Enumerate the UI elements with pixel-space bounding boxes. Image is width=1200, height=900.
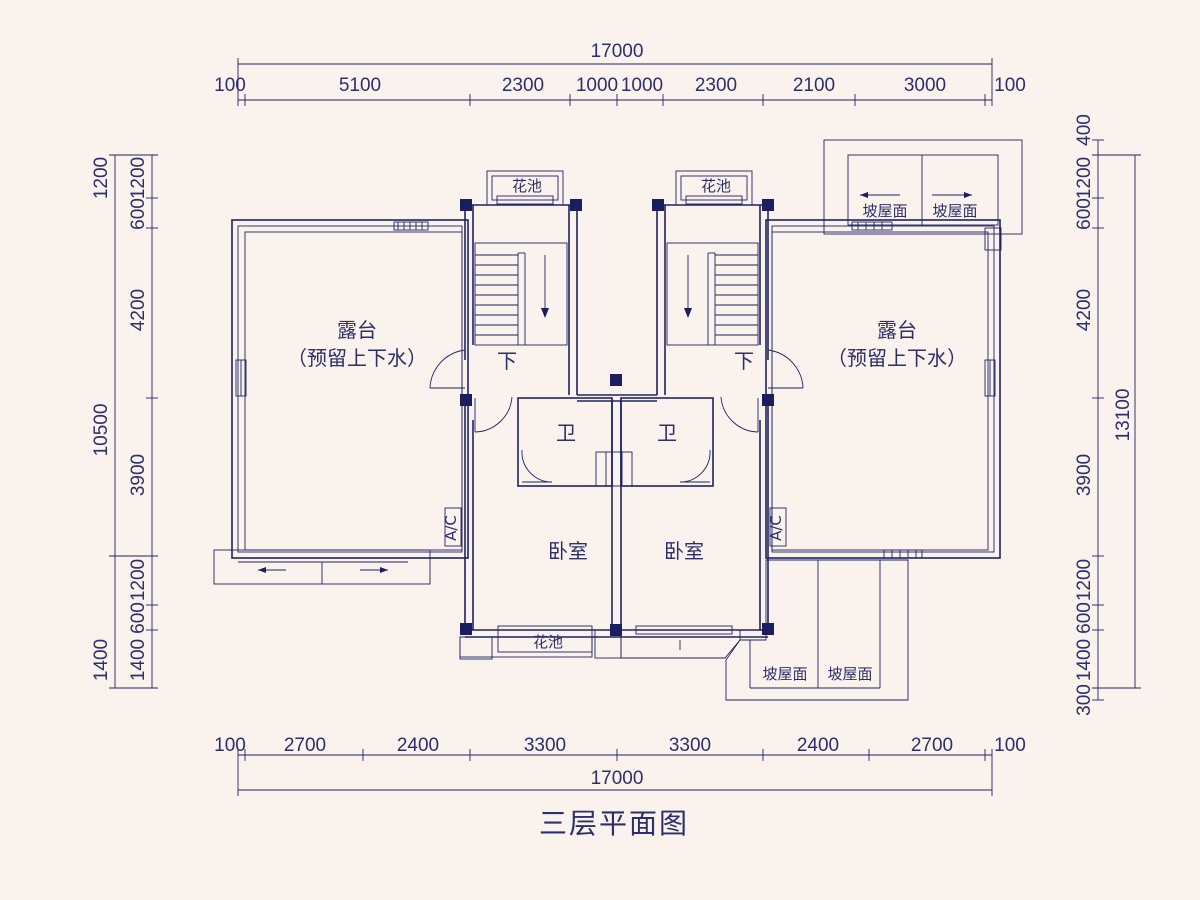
stair-left [474, 242, 568, 346]
bedroom-left-label: 卧室 [548, 539, 588, 563]
left-dim-8: 1400 [91, 639, 112, 681]
left-dim-7: 600 [128, 602, 149, 634]
stair-right [666, 242, 759, 346]
structural-columns [460, 199, 774, 636]
ac-right-label: A/C [767, 515, 785, 541]
drawing-title: 三层平面图 [539, 807, 689, 840]
bedroom-right-label: 卧室 [664, 539, 704, 563]
bottom-dim-1: 100 [214, 735, 246, 756]
bottom-dim-2: 2700 [284, 735, 326, 756]
right-dim-3: 600 [1074, 198, 1095, 230]
top-dim-3: 2300 [502, 75, 544, 96]
bottom-dim-4: 3300 [524, 735, 566, 756]
top-dim-8: 3000 [904, 75, 946, 96]
top-dim-2: 5100 [339, 75, 381, 96]
roof-bottom-right-2: 坡屋面 [827, 665, 872, 683]
right-dim-2: 1200 [1074, 157, 1095, 199]
stair-left-down: 下 [497, 349, 517, 373]
top-dimension-lines [237, 58, 993, 106]
right-dim-5: 3900 [1074, 454, 1095, 496]
door-swings [429, 349, 804, 483]
left-dim-4: 4200 [128, 289, 149, 331]
terrace-left-outline [231, 219, 469, 559]
left-dim-2: 1200 [128, 157, 149, 199]
left-dimension-lines [109, 154, 158, 689]
bottom-dim-5: 3300 [669, 735, 711, 756]
terrace-right-outline [765, 219, 1002, 559]
terrace-right-label: 露台 [877, 318, 917, 342]
bottom-dimension-lines [237, 749, 993, 796]
planter-top-left: 花池 [512, 177, 542, 195]
roof-slope-left [213, 549, 431, 585]
bottom-dim-8: 100 [994, 735, 1026, 756]
right-dimension-lines [1092, 139, 1141, 701]
bottom-dim-6: 2400 [797, 735, 839, 756]
terrace-left-label: 露台 [337, 318, 377, 342]
right-dim-8: 1400 [1074, 639, 1095, 681]
roof-slope-top-right [823, 139, 1023, 235]
bath-left-label: 卫 [556, 421, 576, 445]
bottom-dim-3: 2400 [397, 735, 439, 756]
top-dim-4: 1000 [576, 75, 618, 96]
ac-left-label: A/C [442, 515, 460, 541]
right-dim-1: 400 [1074, 114, 1095, 146]
left-dim-3: 600 [128, 198, 149, 230]
right-dim-6: 1200 [1074, 559, 1095, 601]
stair-right-down: 下 [734, 349, 754, 373]
planter-top-left-box [486, 170, 564, 206]
left-dim-5: 3900 [128, 454, 149, 496]
right-total-dim: 13100 [1113, 389, 1134, 442]
planter-top-right: 花池 [701, 177, 731, 195]
bath-right-label: 卫 [657, 421, 677, 445]
top-dim-7: 2100 [793, 75, 835, 96]
right-dim-4: 4200 [1074, 289, 1095, 331]
top-dim-5: 1000 [621, 75, 663, 96]
top-dim-9: 100 [994, 75, 1026, 96]
right-dim-7: 600 [1074, 602, 1095, 634]
bottom-dim-7: 2700 [911, 735, 953, 756]
roof-top-right-1: 坡屋面 [862, 202, 907, 220]
terrace-right-note: （预留上下水） [827, 346, 967, 370]
planter-bottom: 花池 [533, 633, 563, 651]
left-dim-6: 1200 [128, 559, 149, 601]
central-core-walls [464, 204, 769, 638]
left-total-dim: 10500 [91, 404, 112, 457]
top-dim-6: 2300 [695, 75, 737, 96]
roof-top-right-2: 坡屋面 [932, 202, 977, 220]
right-dim-9: 300 [1074, 684, 1095, 716]
left-dim-9: 1400 [128, 639, 149, 681]
left-dim-1: 1200 [91, 157, 112, 199]
terrace-left-note: （预留上下水） [287, 346, 427, 370]
planter-bottom-box [459, 625, 741, 660]
bottom-total-dim: 17000 [591, 768, 644, 789]
planter-top-right-box [675, 170, 753, 206]
top-total-dim: 17000 [591, 41, 644, 62]
top-dim-1: 100 [214, 75, 246, 96]
roof-bottom-right-1: 坡屋面 [762, 665, 807, 683]
